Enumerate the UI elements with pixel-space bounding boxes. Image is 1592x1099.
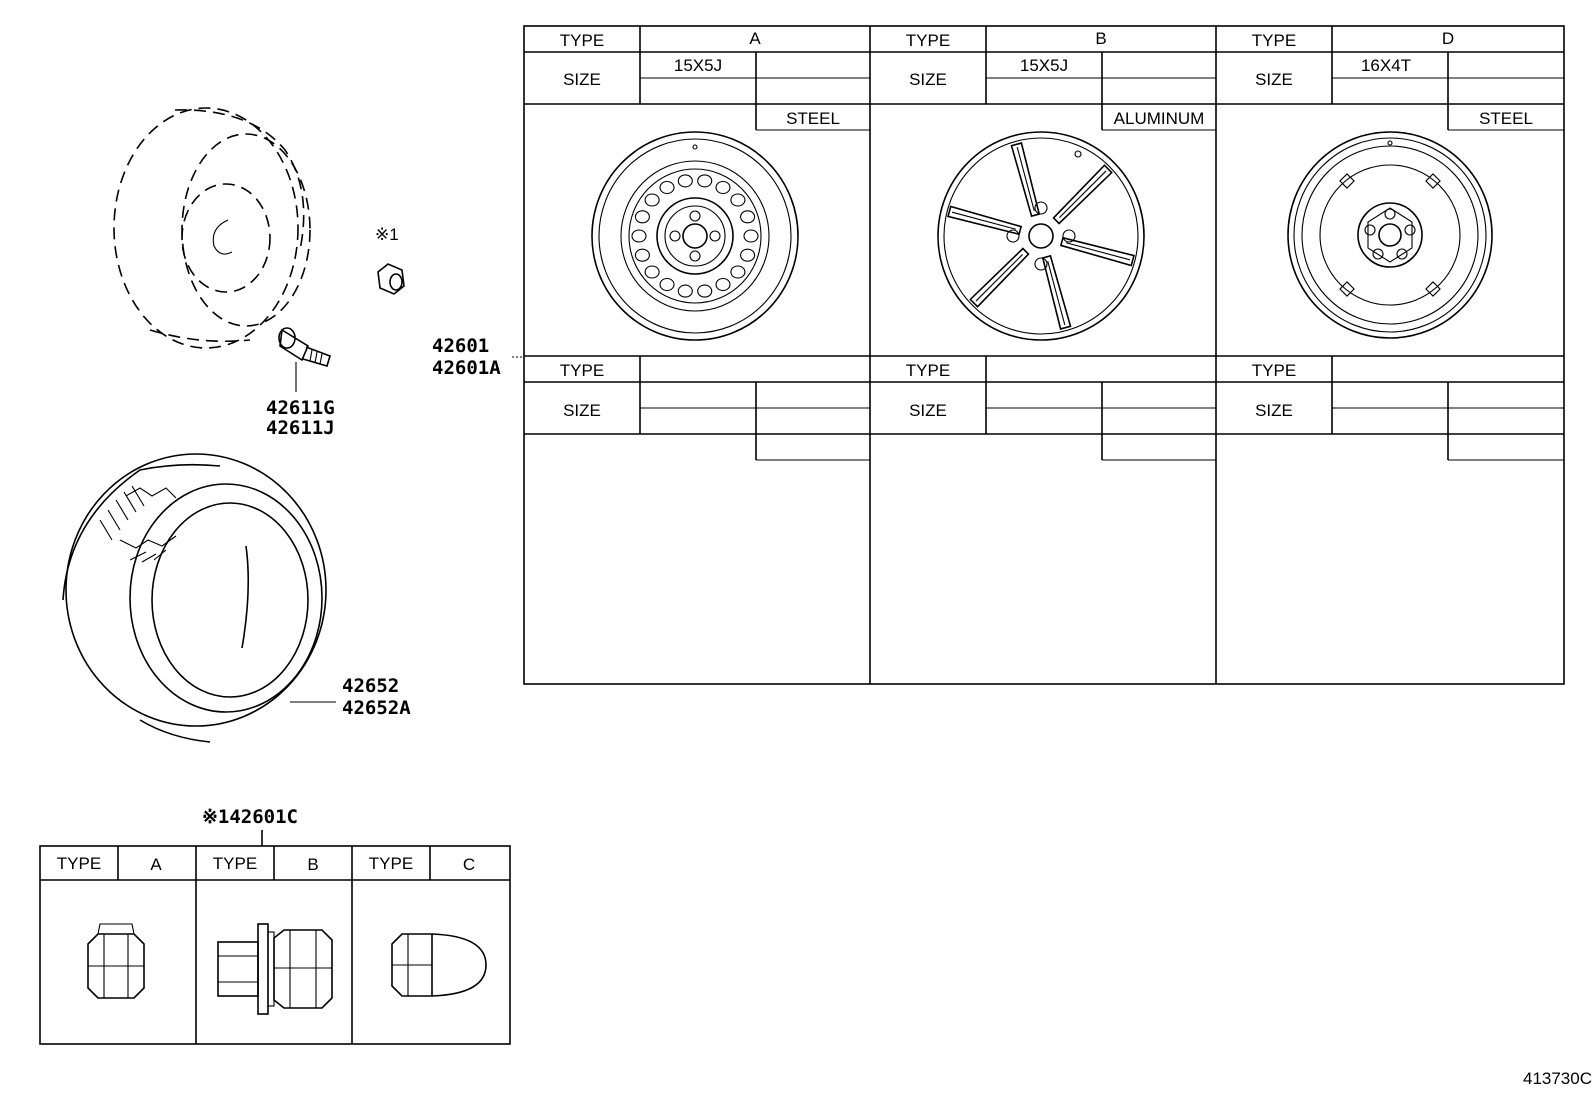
spare-steel-wheel-icon: [1287, 131, 1493, 339]
type-label-b2: TYPE: [906, 361, 950, 380]
aluminum-wheel-icon: [937, 131, 1145, 341]
type-label-d2: TYPE: [1252, 361, 1296, 380]
type-value-d: D: [1442, 29, 1454, 48]
type-label-b: TYPE: [906, 31, 950, 50]
nut-type-label-c: TYPE: [369, 854, 413, 873]
vent-hole: [677, 174, 693, 188]
vent-hole: [631, 229, 647, 243]
type-label-d: TYPE: [1252, 31, 1296, 50]
nut-reference-mark: ※1: [375, 225, 399, 244]
vent-hole: [740, 248, 756, 262]
wheel-spoke: [969, 247, 1030, 308]
size-label-a: SIZE: [563, 70, 601, 89]
wheel-spoke: [1041, 254, 1072, 330]
spoke-ridge: [1058, 170, 1107, 219]
size-label-d: SIZE: [1255, 70, 1293, 89]
flanged-lug-nut-icon: [217, 923, 333, 1015]
nut-type-label-b: TYPE: [213, 854, 257, 873]
wheel-col-a-cells: [639, 26, 870, 461]
spoke-ridge: [951, 211, 1017, 230]
vent-hole: [697, 174, 713, 188]
vent-hole: [743, 229, 759, 243]
acorn-lug-nut-icon: [391, 933, 487, 997]
nut-part-number: ※142601C: [202, 806, 298, 828]
vent-hole: [644, 265, 660, 279]
size-label-d2: SIZE: [1255, 401, 1293, 420]
nut-table: [39, 845, 511, 1045]
wheel-table: [523, 25, 1565, 685]
drawing-id: 413730C: [1523, 1069, 1592, 1088]
steel-wheel-icon: [591, 131, 799, 341]
vent-hole: [697, 284, 713, 298]
wheel-part-number-2: 42601A: [432, 357, 501, 379]
vent-hole: [659, 277, 675, 292]
tire-part-number-2: 42652A: [342, 697, 411, 719]
wheel-spoke: [1052, 164, 1113, 225]
wheel-col-b-cells: [985, 26, 1216, 461]
vent-hole: [634, 210, 650, 224]
size-label-b: SIZE: [909, 70, 947, 89]
nut-type-value-c: C: [463, 855, 475, 874]
type-value-b: B: [1095, 29, 1106, 48]
size-label-b2: SIZE: [909, 401, 947, 420]
size-label-a2: SIZE: [563, 401, 601, 420]
type-label-a2: TYPE: [560, 361, 604, 380]
tire-part-number-1: 42652: [342, 675, 399, 697]
valve-part-number-1: 42611G: [266, 397, 335, 419]
size-value-d: 16X4T: [1361, 56, 1411, 75]
open-lug-nut-icon: [87, 923, 145, 999]
wheel-spoke: [1010, 142, 1041, 218]
material-d: STEEL: [1479, 109, 1533, 128]
type-value-a: A: [749, 29, 761, 48]
nut-type-value-a: A: [150, 855, 162, 874]
wheel-spoke: [1059, 236, 1135, 267]
vent-hole: [677, 284, 693, 298]
material-a: STEEL: [786, 109, 840, 128]
wheel-col-d-cells: [1331, 26, 1564, 461]
small-lug-nut-icon: [377, 263, 405, 295]
nut-type-label-a: TYPE: [57, 854, 101, 873]
vent-hole: [730, 193, 746, 207]
material-b: ALUMINUM: [1114, 109, 1205, 128]
size-value-a: 15X5J: [674, 56, 722, 75]
valve-part-number-2: 42611J: [266, 417, 335, 439]
spoke-ridge: [1016, 146, 1035, 212]
valve-stem-icon: [278, 327, 331, 392]
type-label-a: TYPE: [560, 31, 604, 50]
nut-type-value-b: B: [307, 855, 318, 874]
vent-hole: [740, 210, 756, 224]
vent-hole: [644, 193, 660, 207]
size-value-b: 15X5J: [1020, 56, 1068, 75]
spoke-ridge: [1065, 242, 1131, 261]
tire-icon: [62, 453, 327, 743]
vent-hole: [715, 277, 731, 292]
spoke-ridge: [975, 253, 1024, 302]
vent-hole: [634, 248, 650, 262]
spoke-ridge: [1047, 260, 1066, 326]
wheel-spoke: [947, 205, 1023, 236]
vent-hole: [730, 265, 746, 279]
vent-hole: [659, 180, 675, 195]
vent-hole: [715, 180, 731, 195]
wheel-part-number-1: 42601: [432, 335, 489, 357]
spare-wheel-assembly-icon: [113, 107, 311, 349]
